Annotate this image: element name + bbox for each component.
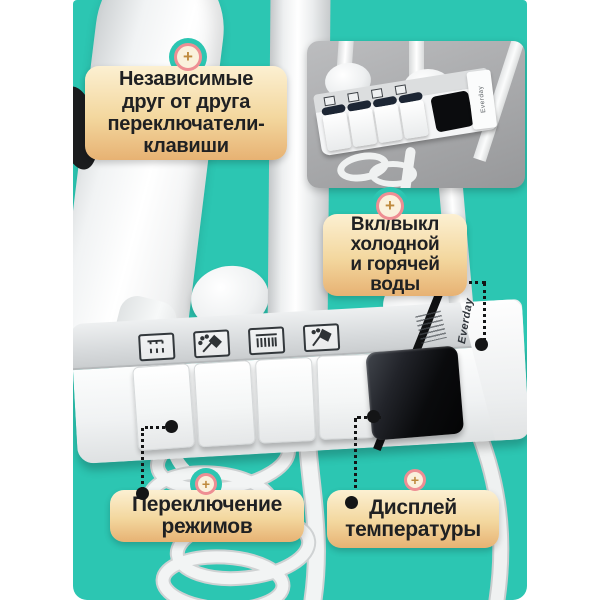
connector-dot xyxy=(136,487,149,500)
connector-line xyxy=(141,428,144,490)
connector-line xyxy=(450,281,486,284)
plus-badge-icon: + xyxy=(195,473,217,495)
plus-badge-icon: + xyxy=(376,192,404,220)
product-image-canvas: Everday Everda xyxy=(73,0,527,600)
callout-text: Вкл/выкл холодной и горячей воды xyxy=(350,213,440,296)
callout-text: Независимые друг от друга переключатели-… xyxy=(107,68,265,158)
plus-badge-icon: + xyxy=(404,469,426,491)
plus-glyph: + xyxy=(385,196,395,215)
callout-water-on-off: Вкл/выкл холодной и горячей воды xyxy=(323,214,467,296)
inset-mode-icon xyxy=(370,88,384,99)
brand-logo: Everday xyxy=(476,85,487,114)
rain-shower-icon xyxy=(247,326,286,356)
connector-dot xyxy=(165,420,178,433)
inset-hose-coil xyxy=(369,161,417,187)
temperature-display xyxy=(365,345,465,441)
inset-mode-icon xyxy=(347,91,360,103)
callout-text: Дисплей температуры xyxy=(345,495,481,541)
jet-shower-icon xyxy=(302,323,341,353)
inset-photo: Everday xyxy=(307,41,525,188)
connector-dot xyxy=(345,496,358,509)
mode-key xyxy=(254,356,316,444)
control-panel: Everday xyxy=(73,292,527,464)
plus-glyph: + xyxy=(201,476,211,492)
callout-independent-switches: Независимые друг от друга переключатели-… xyxy=(85,66,287,160)
inset-temperature-display xyxy=(430,90,475,133)
inset-mode-icon xyxy=(394,84,407,96)
connector-line xyxy=(483,283,486,341)
plus-glyph: + xyxy=(410,472,420,488)
connector-line xyxy=(145,426,171,429)
tub-spout-icon xyxy=(138,332,176,362)
connector-dot xyxy=(475,338,488,351)
plus-glyph: + xyxy=(183,47,193,66)
connector-line xyxy=(357,416,381,419)
hand-shower-icon xyxy=(192,329,231,359)
plus-badge-icon: + xyxy=(174,43,202,71)
callout-text: Переключение режимов xyxy=(131,492,283,538)
connector-line xyxy=(354,418,357,496)
mode-key xyxy=(193,360,256,448)
